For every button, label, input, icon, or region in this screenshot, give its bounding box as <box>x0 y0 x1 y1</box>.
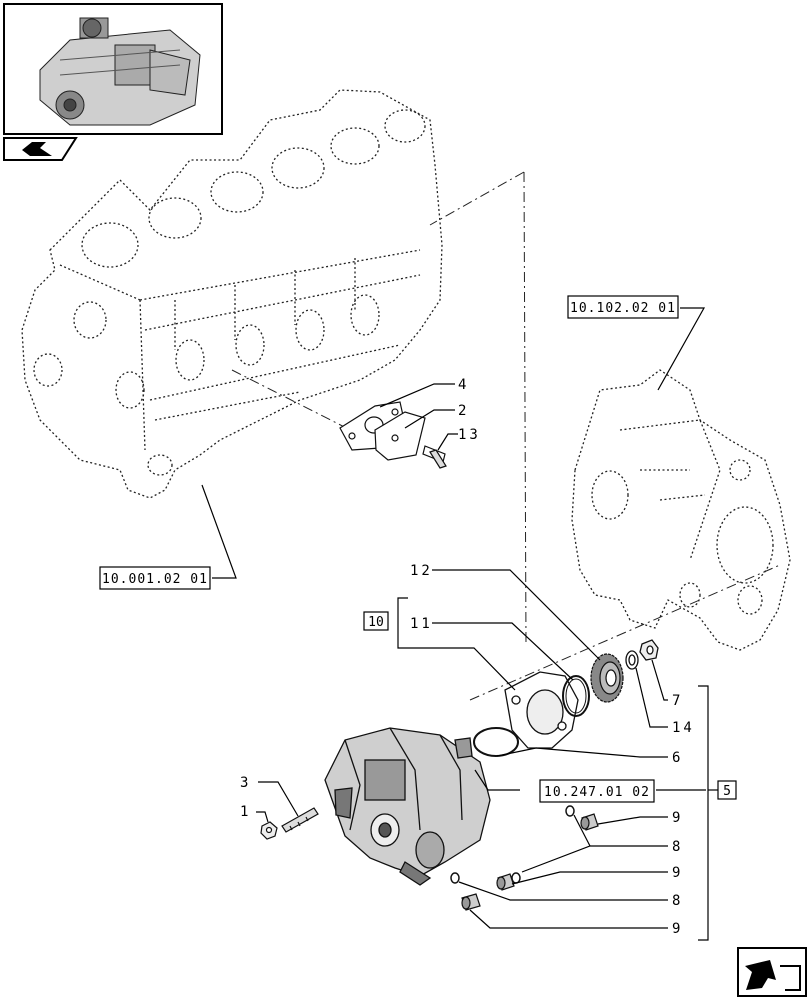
callout-box-5: 5 <box>717 780 737 800</box>
stud-nut <box>260 821 278 840</box>
stud <box>281 807 319 833</box>
callout-3: 3 <box>240 775 248 791</box>
callout-7: 7 <box>672 693 680 709</box>
callout-14: 14 <box>672 720 695 736</box>
callout-6: 6 <box>672 750 680 766</box>
callout-10: 10 <box>368 615 384 630</box>
fitting-lower <box>461 893 481 911</box>
return-arrow-icon[interactable] <box>3 137 78 161</box>
ref-label-cover: 10.102.02 01 <box>570 301 676 316</box>
callout-box-10: 10 <box>363 611 389 631</box>
assembly-axis <box>231 171 781 701</box>
leader-lines <box>201 307 718 941</box>
washer <box>625 650 639 670</box>
gear-cover <box>571 369 791 651</box>
pump-flange <box>504 671 579 749</box>
callout-11: 11 <box>410 616 433 632</box>
drive-gear <box>590 653 624 703</box>
callout-8a: 8 <box>672 839 680 855</box>
o-ring-flange <box>473 727 519 757</box>
o-ring-large <box>562 675 590 717</box>
callout-numbers: 4 2 13 12 11 7 14 6 3 1 9 8 9 8 9 <box>240 377 695 937</box>
ref-box-cover[interactable]: 10.102.02 01 <box>567 295 679 319</box>
callout-9b: 9 <box>672 865 680 881</box>
next-page-arrow-icon[interactable] <box>737 947 807 997</box>
callout-9c: 9 <box>672 921 680 937</box>
callout-2: 2 <box>458 403 466 419</box>
callout-9a: 9 <box>672 810 680 826</box>
gear-nut <box>639 639 659 661</box>
seal-middle <box>511 872 521 884</box>
callout-12: 12 <box>410 563 433 579</box>
callout-13: 13 <box>458 427 481 443</box>
cover-bolt <box>422 445 447 469</box>
fitting-middle <box>496 873 515 891</box>
fitting-upper <box>580 813 599 831</box>
ref-label-pump: 10.247.01 02 <box>544 785 650 800</box>
ref-label-block: 10.001.02 01 <box>102 572 208 587</box>
ref-box-pump[interactable]: 10.247.01 02 <box>539 779 655 803</box>
callout-4: 4 <box>458 377 466 393</box>
engine-block <box>21 89 443 499</box>
high-pressure-pump <box>324 727 491 886</box>
callout-5: 5 <box>723 784 731 799</box>
engine-thumbnail[interactable] <box>3 3 223 135</box>
engine-thumbnail-icon <box>39 17 201 126</box>
seal-lower <box>450 872 460 884</box>
ref-box-block[interactable]: 10.001.02 01 <box>99 566 211 590</box>
callout-1: 1 <box>240 804 248 820</box>
seal-upper <box>565 805 575 817</box>
callout-8b: 8 <box>672 893 680 909</box>
